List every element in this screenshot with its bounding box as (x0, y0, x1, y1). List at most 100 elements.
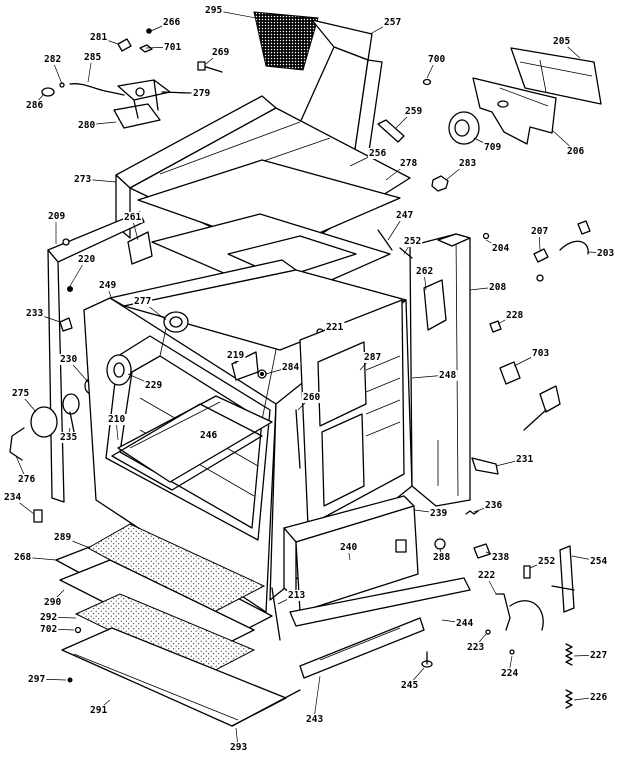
label-background (13, 552, 33, 563)
leveler-245 (421, 651, 433, 668)
label-part-233: 233 (26, 308, 43, 319)
label-part-247: 247 (396, 210, 413, 221)
label-part-240: 240 (340, 542, 357, 553)
label-part-259: 259 (405, 106, 422, 117)
label-part-206: 206 (567, 146, 584, 157)
label-background (73, 174, 93, 185)
label-part-268: 268 (14, 552, 31, 563)
label-background (505, 310, 525, 321)
small-clip-266 (146, 28, 152, 34)
spring-236 (465, 510, 479, 515)
label-background (133, 296, 153, 307)
label-background (429, 508, 449, 519)
rail-213 (271, 587, 281, 641)
label-background (287, 590, 307, 601)
label-background (229, 742, 249, 753)
label-part-295: 295 (205, 5, 222, 16)
spring-282 (59, 82, 65, 88)
knob-275 (30, 393, 80, 438)
grommet-288 (434, 538, 446, 550)
bolt-259 (377, 119, 405, 143)
label-background (144, 380, 164, 391)
label-background (339, 542, 359, 553)
label-part-246: 246 (200, 430, 217, 441)
label-part-219: 219 (227, 350, 244, 361)
label-part-238: 238 (492, 552, 509, 563)
label-part-221: 221 (326, 322, 343, 333)
burner-tube-229 (106, 354, 132, 386)
label-part-243: 243 (306, 714, 323, 725)
label-background (589, 650, 609, 661)
label-part-287: 287 (364, 352, 381, 363)
label-background (281, 362, 301, 373)
label-background (400, 680, 420, 691)
label-background (77, 254, 97, 265)
drawer-glide-243 (299, 617, 425, 679)
label-background (163, 42, 183, 53)
label-part-701: 701 (164, 42, 181, 53)
screw-220 (67, 286, 73, 292)
label-background (363, 352, 383, 363)
plug-207 (533, 248, 549, 282)
label-background (59, 354, 79, 365)
label-part-260: 260 (303, 392, 320, 403)
knob-709 (448, 111, 480, 145)
label-background (404, 106, 424, 117)
label-background (466, 642, 486, 653)
label-part-231: 231 (516, 454, 533, 465)
clip-238 (473, 543, 491, 559)
label-part-203: 203 (597, 248, 614, 259)
label-background (596, 248, 616, 259)
label-part-207: 207 (531, 226, 548, 237)
label-part-210: 210 (108, 414, 125, 425)
label-background (47, 211, 67, 222)
label-part-266: 266 (163, 17, 180, 28)
label-background (491, 243, 511, 254)
label-background (204, 5, 224, 16)
label-background (192, 88, 212, 99)
label-background (438, 370, 458, 381)
label-background (17, 474, 37, 485)
label-background (427, 54, 447, 65)
label-part-226: 226 (590, 692, 607, 703)
label-background (3, 492, 23, 503)
label-part-205: 205 (553, 36, 570, 47)
label-background (77, 120, 97, 131)
label-part-276: 276 (18, 474, 35, 485)
label-part-228: 228 (506, 310, 523, 321)
label-background (488, 282, 508, 293)
label-background (531, 348, 551, 359)
label-part-248: 248 (439, 370, 456, 381)
clip-228 (489, 320, 502, 333)
hinge-222 (495, 593, 544, 631)
label-background (39, 612, 59, 623)
screw-702 (74, 626, 82, 634)
label-part-208: 208 (489, 282, 506, 293)
label-background (415, 266, 435, 277)
spring-227 (565, 643, 573, 666)
label-background (305, 714, 325, 725)
label-part-252a: 252 (404, 236, 421, 247)
label-background (162, 17, 182, 28)
label-background (211, 47, 231, 58)
label-background (566, 146, 586, 157)
label-background (395, 210, 415, 221)
nut-283 (431, 175, 449, 192)
wire-285 (69, 83, 125, 96)
spring-226 (565, 689, 573, 709)
screw-284 (257, 369, 267, 379)
label-part-277: 277 (134, 296, 151, 307)
label-background (199, 430, 219, 441)
label-part-223: 223 (467, 642, 484, 653)
rod-247 (377, 229, 393, 251)
label-part-245: 245 (401, 680, 418, 691)
label-background (43, 597, 63, 608)
label-background (483, 142, 503, 153)
screw-252-top (399, 247, 413, 259)
bracket-262 (423, 279, 447, 331)
label-part-297: 297 (28, 674, 45, 685)
burner-assembly-280 (113, 79, 191, 129)
label-part-279: 279 (193, 88, 210, 99)
